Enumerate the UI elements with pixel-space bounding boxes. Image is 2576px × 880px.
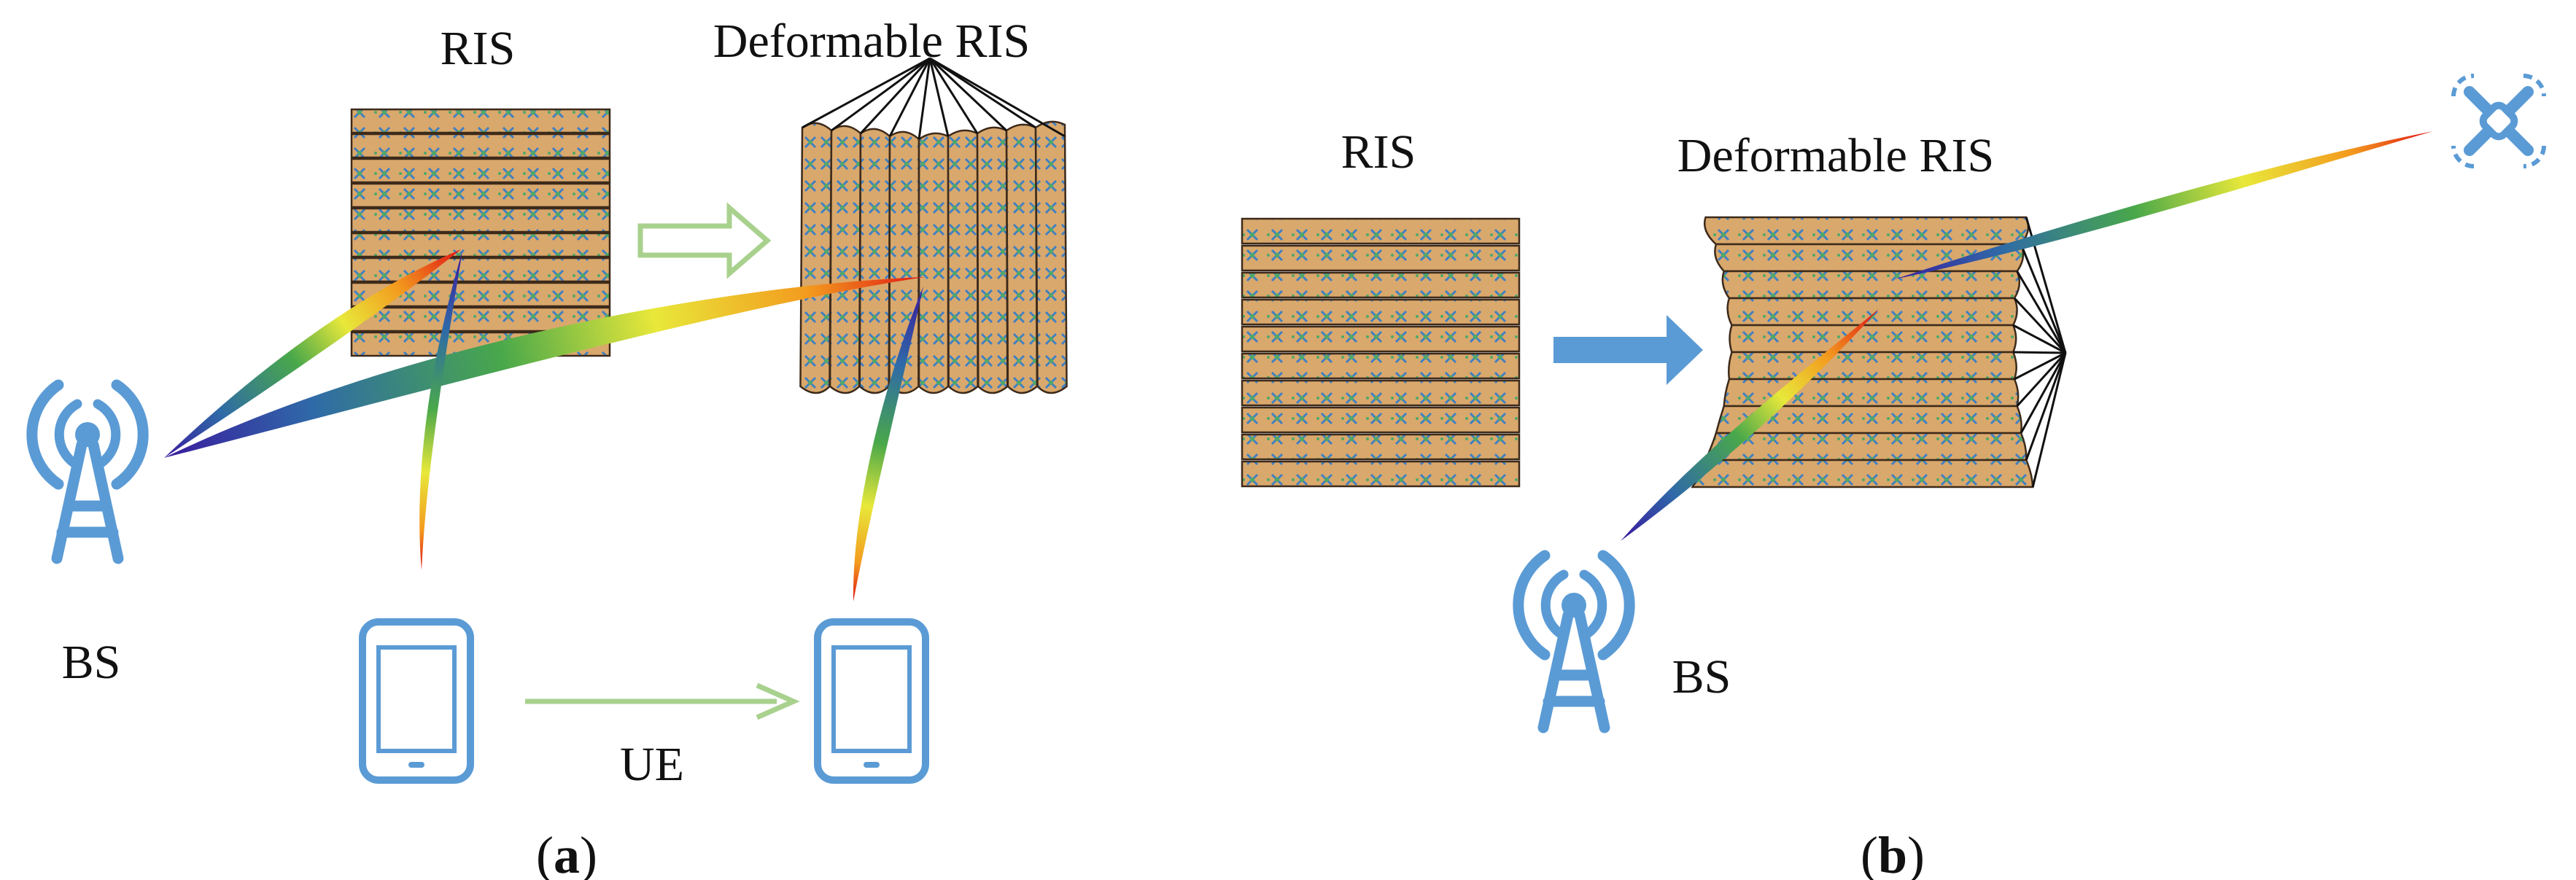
ris-strip: [1034, 120, 1068, 394]
ris-strip: [1241, 352, 1521, 380]
support-line: [2020, 244, 2067, 354]
support-line: [928, 57, 1008, 132]
ris-strip: [350, 306, 611, 332]
tablet-icon: [814, 618, 929, 784]
support-line: [888, 58, 931, 137]
ris-strip: [1241, 271, 1521, 299]
ris-label-b: RIS: [1341, 125, 1416, 179]
ris-strip: [350, 182, 611, 209]
ris-strip: [1241, 460, 1521, 488]
beam-bs-to-ris-a: [164, 249, 461, 458]
deform-transition-arrow-b: [1553, 315, 1703, 385]
tablet-icon: [359, 618, 474, 784]
bs-label-a: BS: [62, 636, 121, 689]
support-line: [2013, 351, 2066, 354]
support-line: [2031, 352, 2067, 488]
ris-strip: [947, 129, 979, 394]
ris-strip: [350, 257, 611, 283]
caption-a: (a): [536, 826, 597, 880]
bs-label-b: BS: [1672, 650, 1731, 704]
ris-strip: [1728, 351, 2017, 381]
panel-b: RIS Deformable RIS: [1241, 74, 2546, 880]
ris-strip: [829, 125, 862, 394]
ris-strip: [976, 126, 1009, 394]
base-station-icon: [1513, 550, 1635, 733]
ris-strip: [1703, 216, 2030, 246]
ris-strip: [1241, 325, 1521, 353]
ris-strip: [1704, 432, 2028, 462]
support-line: [2014, 351, 2066, 381]
ris-strip: [1241, 433, 1521, 461]
ris-strip: [1241, 217, 1521, 245]
beam-ris-to-ue-a: [419, 251, 462, 570]
ue-move-arrow: [525, 682, 800, 720]
deformable-ris-label-b: Deformable RIS: [1677, 129, 1994, 182]
support-line: [917, 58, 931, 140]
support-line: [928, 58, 979, 134]
ris-strip: [1241, 379, 1521, 407]
flat-ris-panel-a: [350, 108, 611, 357]
ue-label: UE: [620, 738, 684, 791]
caption-b: (b): [1861, 826, 1925, 880]
deformable-ris-panel-a: [799, 57, 1068, 394]
base-station-icon: [26, 379, 149, 564]
ris-strip: [350, 232, 611, 258]
support-line: [2025, 352, 2067, 461]
ris-strip: [350, 157, 611, 184]
beam-bs-to-deformable-ris-b: [1621, 309, 1879, 541]
ris-strip: [1691, 459, 2034, 488]
flat-ris-panel-b: [1241, 217, 1521, 488]
ris-strip: [350, 108, 611, 134]
support-line: [2016, 270, 2067, 354]
ris-strip: [350, 207, 611, 233]
ris-strip: [1241, 406, 1521, 434]
panel-a: RIS Deformable RIS BS: [26, 15, 1068, 880]
support-line: [831, 57, 931, 132]
support-line: [2012, 324, 2066, 354]
ris-strip: [917, 132, 950, 394]
ris-strip: [1241, 244, 1521, 272]
support-line: [928, 58, 950, 137]
ris-strip: [1005, 123, 1039, 394]
support-line: [2013, 297, 2067, 354]
support-line: [2016, 351, 2067, 408]
support-line: [2020, 352, 2067, 434]
ris-strip: [1726, 297, 2018, 327]
ris-label-a: RIS: [441, 22, 516, 75]
ris-strip: [799, 122, 833, 394]
ris-strip: [858, 128, 891, 394]
deformable-ris-panel-b: [1691, 216, 2067, 488]
ris-strip: [1241, 298, 1521, 326]
beam-deformable-ris-to-drone-b: [1895, 131, 2433, 279]
beam-deformable-ris-to-ue-a: [853, 287, 923, 601]
support-line: [859, 57, 931, 135]
support-line: [929, 57, 1066, 138]
support-line: [802, 57, 931, 129]
deformable-ris-label-a: Deformable RIS: [713, 15, 1030, 68]
ris-strip: [350, 133, 611, 159]
drone-icon: [2451, 74, 2546, 168]
deform-transition-arrow: [637, 202, 772, 279]
ris-strip: [1729, 324, 2017, 354]
support-line: [929, 57, 1036, 129]
ris-strip: [1721, 270, 2021, 300]
